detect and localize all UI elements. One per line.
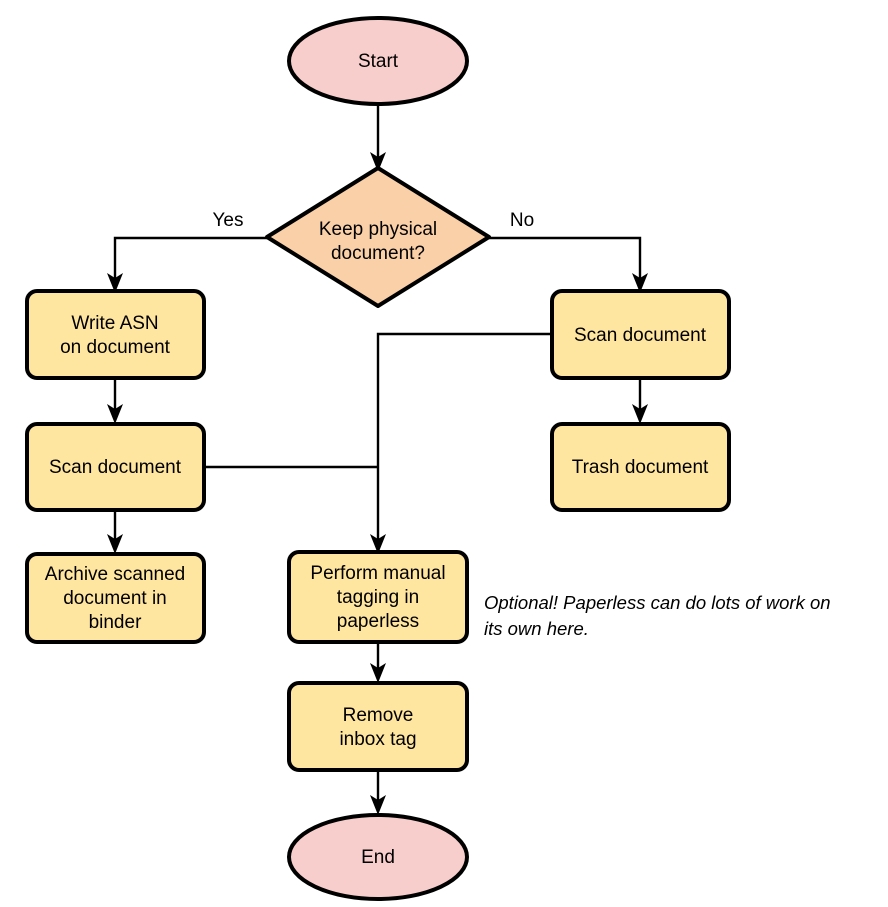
edge-scan-right-to-trash <box>632 378 648 424</box>
node-scan-document-right[interactable]: Scan document <box>550 289 731 380</box>
node-scan-document-left[interactable]: Scan document <box>25 422 206 512</box>
scan-document-right-label: Scan document <box>574 325 707 346</box>
arrowhead-merge-to-manual-tagging <box>370 534 386 554</box>
edge-scan-right-to-manual-tagging <box>370 332 552 554</box>
archive-label-line2: document in <box>63 588 167 609</box>
scan-document-left-label: Scan document <box>49 457 182 478</box>
manual-tagging-box[interactable] <box>287 550 469 644</box>
node-archive-scanned-document[interactable]: Archive scanned document in binder <box>25 552 206 644</box>
archive-box[interactable] <box>25 552 206 644</box>
decision-diamond[interactable] <box>265 166 491 308</box>
arrowhead-write-asn-to-scan-left <box>107 404 123 424</box>
arrowhead-no-to-scan-right <box>632 273 648 293</box>
edge-decision-no-to-scan-right <box>489 236 648 293</box>
edge-decision-yes-to-write-asn <box>107 236 267 293</box>
edge-label-yes: Yes <box>213 210 244 231</box>
write-asn-label-line2: on document <box>60 337 171 358</box>
remove-inbox-label-line1: Remove <box>343 705 414 726</box>
arrowhead-remove-inbox-to-end <box>370 795 386 815</box>
note-line1: Optional! Paperless can do lots of work … <box>484 592 831 613</box>
edge-write-asn-to-scan-left <box>107 378 123 424</box>
write-asn-box[interactable] <box>25 289 206 380</box>
note-line2: its own here. <box>484 618 589 639</box>
edge-start-to-decision <box>370 104 386 172</box>
decision-label-line2: document? <box>331 243 425 264</box>
node-perform-manual-tagging[interactable]: Perform manual tagging in paperless <box>287 550 469 644</box>
archive-label-line1: Archive scanned <box>45 564 185 585</box>
node-decision-keep-physical-document[interactable]: Keep physical document? <box>265 166 491 308</box>
note-optional-paperless: Optional! Paperless can do lots of work … <box>484 592 831 639</box>
edge-remove-inbox-to-end <box>370 770 386 815</box>
arrowhead-start-to-decision <box>370 152 386 172</box>
node-write-asn[interactable]: Write ASN on document <box>25 289 206 380</box>
arrowhead-yes-to-write-asn <box>107 273 123 293</box>
scan-document-right-box[interactable] <box>550 289 731 380</box>
edge-manual-tagging-to-remove-inbox <box>370 642 386 683</box>
trash-document-label: Trash document <box>572 457 709 478</box>
remove-inbox-tag-box[interactable] <box>287 681 469 772</box>
manual-tagging-label-line1: Perform manual <box>310 563 445 584</box>
end-label: End <box>361 847 395 868</box>
remove-inbox-label-line2: inbox tag <box>339 729 416 750</box>
trash-document-box[interactable] <box>550 422 731 512</box>
write-asn-label-line1: Write ASN <box>71 313 158 334</box>
node-start[interactable]: Start <box>287 16 469 106</box>
start-ellipse[interactable] <box>287 16 469 106</box>
manual-tagging-label-line3: paperless <box>337 611 419 632</box>
edge-label-no: No <box>510 210 534 231</box>
node-remove-inbox-tag[interactable]: Remove inbox tag <box>287 681 469 772</box>
arrowhead-manual-tagging-to-remove-inbox <box>370 663 386 683</box>
scan-document-left-box[interactable] <box>25 422 206 512</box>
manual-tagging-label-line2: tagging in <box>337 587 419 608</box>
end-ellipse[interactable] <box>287 813 469 901</box>
node-trash-document[interactable]: Trash document <box>550 422 731 512</box>
arrowhead-scan-right-to-trash <box>632 404 648 424</box>
node-end[interactable]: End <box>287 813 469 901</box>
arrowhead-scan-left-to-archive <box>107 534 123 554</box>
start-label: Start <box>358 51 399 72</box>
archive-label-line3: binder <box>89 612 142 633</box>
decision-label-line1: Keep physical <box>319 219 437 240</box>
edge-scan-left-to-archive <box>107 510 123 554</box>
